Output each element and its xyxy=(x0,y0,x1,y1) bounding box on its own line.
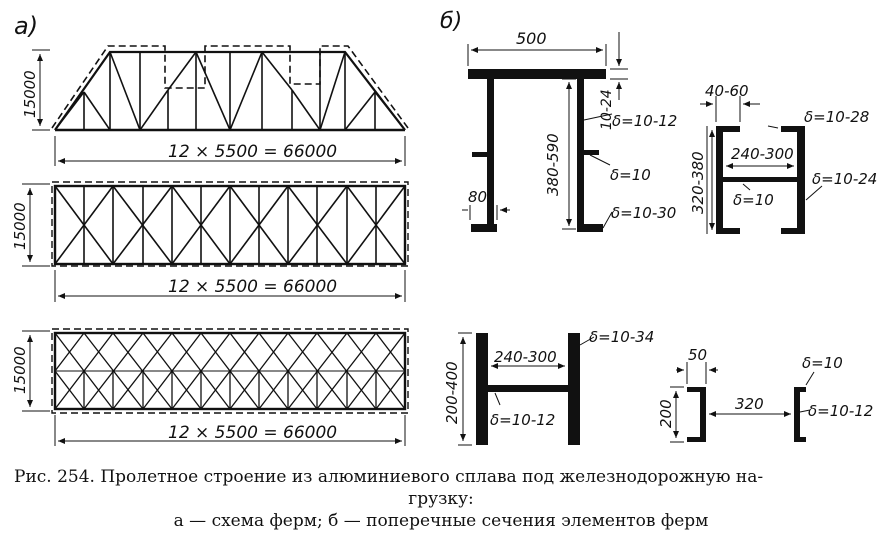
truss-a-verticals xyxy=(83,52,376,130)
sec1-web-right xyxy=(577,79,584,229)
sec3-web xyxy=(488,385,568,392)
truss-b-dims xyxy=(22,183,406,302)
sec4-depth-label: 200 xyxy=(657,399,675,428)
sec2-side-thickness-label: δ=10-24 xyxy=(812,170,877,188)
sec4-gap-label: 320 xyxy=(735,395,764,413)
sec3-web-thickness-label: δ=10-12 xyxy=(490,411,555,429)
truss-b-deformed-outline xyxy=(51,181,409,267)
sec1-bottom-thickness-label: δ=10-30 xyxy=(611,204,676,222)
sec3-left-flange xyxy=(476,333,488,445)
sec3-depth-label: 200-400 xyxy=(443,361,461,424)
sec4-right-web xyxy=(794,390,800,440)
sec4-left-top-lip xyxy=(687,387,706,392)
sec4-left-web xyxy=(700,390,706,440)
sec1-top-plate xyxy=(468,69,606,79)
truss-a-height-label: 15000 xyxy=(21,70,39,118)
sec2-inner-width-label: 240-300 xyxy=(731,145,794,163)
sec2-left-web xyxy=(716,128,723,231)
truss-b-height-label: 15000 xyxy=(11,202,29,250)
sec4-side-thickness-label: δ=10-12 xyxy=(808,402,873,420)
caption-line-3: а — схема ферм; б — поперечные сечения э… xyxy=(173,511,709,531)
sec2-depth-label: 320-380 xyxy=(689,151,707,214)
sec4-flange-width-label: 50 xyxy=(688,346,707,364)
sec3-flange-thickness-label: δ=10-34 xyxy=(589,328,654,346)
sec1-rib-left xyxy=(472,152,487,157)
truss-c-span-label: 12 × 5500 = 66000 xyxy=(168,423,337,443)
panel-a-label: a) xyxy=(14,12,38,40)
sec2-left-top-lip xyxy=(716,126,740,132)
sec2-right-top-lip xyxy=(781,126,805,132)
truss-b-diagonals xyxy=(54,185,406,265)
sec4-right-top-lip xyxy=(794,387,806,392)
section-1 xyxy=(462,32,628,232)
sec2-flange-width-label: 40-60 xyxy=(705,82,749,100)
truss-c-height-label: 15000 xyxy=(11,346,29,394)
truss-a-deformed-outline xyxy=(51,45,409,129)
section-3 xyxy=(458,332,595,446)
sec1-bottom-width-label: 80 xyxy=(468,188,487,206)
sec1-rib-right xyxy=(584,150,599,155)
section-4 xyxy=(670,362,815,443)
sec3-right-flange xyxy=(568,333,580,445)
sec1-flange-thickness-label: 10-24 xyxy=(599,89,615,130)
truss-c-dims xyxy=(22,330,406,446)
truss-a-dims xyxy=(32,49,406,166)
sec2-right-web xyxy=(797,128,805,231)
sec1-bottom-left xyxy=(471,224,497,232)
sec1-depth-label: 380-590 xyxy=(544,133,562,196)
sec1-width-label: 500 xyxy=(516,29,547,48)
truss-c-verticals xyxy=(83,371,377,409)
truss-a-span-label: 12 × 5500 = 66000 xyxy=(168,142,337,162)
sec4-right-bottom-lip xyxy=(794,437,806,442)
truss-a-diagonals xyxy=(54,51,406,131)
section-2 xyxy=(700,96,823,234)
sec3-inner-width-label: 240-300 xyxy=(494,348,557,366)
sec2-left-bottom-lip xyxy=(716,228,740,234)
sec2-web-thickness-label: δ=10 xyxy=(733,191,774,209)
sec1-mid-thickness-label: δ=10 xyxy=(610,166,651,184)
truss-a-top-chord xyxy=(54,50,406,131)
sec2-mid-plate xyxy=(723,177,797,182)
caption-line-1: Рис. 254. Пролетное строение из алюминие… xyxy=(14,467,764,487)
truss-c-deformed-outline xyxy=(51,328,409,414)
panel-b-label: б) xyxy=(440,9,462,34)
truss-b xyxy=(51,181,409,267)
sec2-right-bottom-lip xyxy=(781,228,805,234)
truss-b-verticals xyxy=(83,186,377,264)
truss-c xyxy=(51,328,409,414)
sec1-bottom-right xyxy=(577,224,603,232)
truss-a xyxy=(51,45,409,132)
sec2-flange-thickness-label: δ=10-28 xyxy=(804,108,869,126)
sec4-top-thickness-label: δ=10 xyxy=(802,354,843,372)
caption-line-2: грузку: xyxy=(408,489,474,509)
figure-caption: Рис. 254. Пролетное строение из алюминие… xyxy=(0,466,882,532)
sec1-web-thickness-label: δ=10-12 xyxy=(612,112,677,130)
truss-c-lattice xyxy=(54,332,406,410)
truss-b-span-label: 12 × 5500 = 66000 xyxy=(168,277,337,297)
sec4-left-bottom-lip xyxy=(687,437,706,442)
sec1-web-left xyxy=(487,79,494,229)
